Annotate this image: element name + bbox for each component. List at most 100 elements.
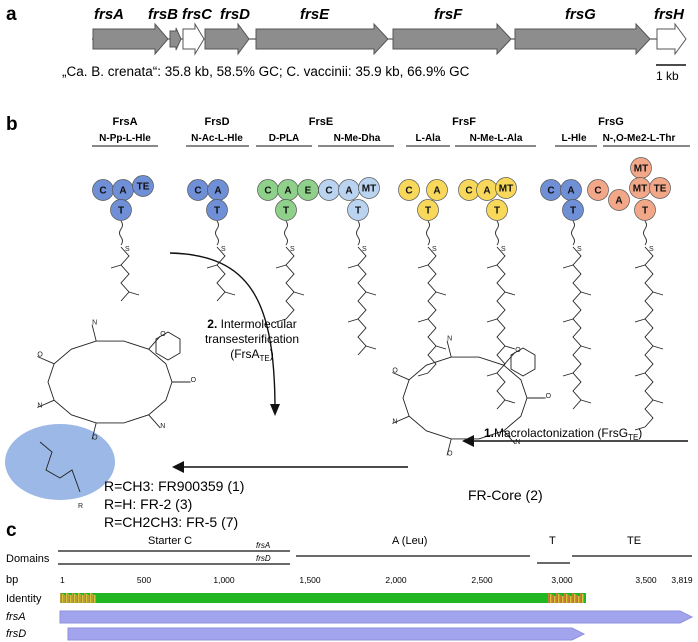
identity-segment (576, 595, 578, 603)
ring-substituent (91, 422, 97, 440)
side-branch (504, 291, 516, 296)
domain-letter: MT (634, 164, 648, 175)
identity-segment (70, 595, 72, 603)
side-branch (435, 345, 447, 350)
gene-arrow-frsD (204, 22, 250, 56)
identity-bar (60, 593, 586, 603)
ring-substituent (37, 399, 55, 408)
atom-label: O (546, 393, 552, 400)
module-substrate-frsA: N-Pp-L-Hle (99, 133, 151, 144)
domain-t-icon (562, 199, 584, 221)
phosphopantetheine-linker (571, 220, 575, 246)
gene-arrows (92, 22, 687, 56)
domain-mt-icon (358, 177, 380, 199)
domain-letter: MT (499, 184, 513, 195)
side-branch (580, 291, 592, 296)
phosphopantetheine-linker (119, 220, 123, 246)
domain-a-icon (608, 189, 630, 211)
identity-segment (568, 595, 570, 603)
ring-substituent (446, 438, 452, 456)
identity-segment (90, 593, 92, 603)
peptide-chain (496, 246, 506, 410)
step2-text3-line: (FrsATE) (230, 347, 274, 363)
gene-arrow-frsH (656, 22, 687, 56)
identity-segment (78, 593, 80, 603)
domain-te: TE (627, 535, 641, 547)
gene-arrow-frsB (169, 27, 182, 51)
side-branch (347, 264, 359, 269)
domain-letter: T (642, 206, 648, 217)
identity-segment (558, 594, 560, 603)
identity-segment (550, 594, 552, 603)
gene-label-frsH: frsH (654, 6, 685, 23)
domain-letter: MT (362, 184, 376, 195)
bp-tick-label: 2,000 (385, 575, 407, 585)
track-label-frsD: frsD (6, 628, 26, 640)
step1-label: 1.Macrolactonization (FrsGTE) (484, 426, 642, 442)
domain-c-icon (587, 179, 609, 201)
peptide-chain (120, 246, 130, 302)
identity-segment (66, 593, 68, 603)
identity-segment (552, 595, 554, 603)
panel-c-label: c (6, 520, 17, 541)
domain-letter: A (433, 186, 440, 197)
peptide-chain (357, 246, 367, 356)
side-branch (417, 372, 429, 377)
side-branch (652, 345, 664, 350)
identity-segment (74, 594, 76, 603)
step1-subscript: TE (628, 433, 638, 442)
identity-segment (574, 594, 576, 603)
step2-text2: transesterification (205, 332, 299, 346)
step1-text: Macrolactonization (FrsG (494, 426, 628, 440)
module-substrate-frsE-1: D-PLA (269, 133, 300, 144)
product-7: R=CH2CH3: FR-5 (7) (104, 514, 238, 530)
macrocycle-ring (47, 340, 173, 424)
identity-row-label: Identity (6, 593, 42, 605)
side-branch (110, 264, 122, 269)
step2-number: 2. (207, 317, 217, 331)
bp-tick-label: 2,500 (471, 575, 493, 585)
r-group-label: R (78, 503, 83, 510)
identity-segment (560, 595, 562, 603)
track-label-frsA: frsA (6, 611, 26, 623)
ring-substituent (148, 414, 161, 429)
fr-core-label: FR-Core (2) (468, 487, 543, 503)
domain-letter: A (119, 186, 126, 197)
domain-sub-frsA: frsA (256, 541, 270, 550)
gene-label-frsB: frsB (148, 6, 178, 23)
step2-label: 2. Intermolecular (207, 317, 296, 331)
phosphopantetheine-linker (284, 220, 288, 246)
bp-tick-label: 500 (137, 575, 151, 585)
domain-letter: C (547, 186, 554, 197)
module-substrate-frsE-2: N-Me-Dha (334, 133, 381, 144)
module-name-frsE: FrsE (309, 116, 333, 128)
domain-letter: C (325, 186, 332, 197)
domain-letter: T (570, 206, 576, 217)
side-branch (652, 291, 664, 296)
atom-label: O (447, 450, 453, 457)
gene-label-frsE: frsE (300, 6, 330, 23)
side-branch (562, 264, 574, 269)
bp-tick-label: 1,000 (213, 575, 235, 585)
identity-segment (580, 593, 582, 603)
side-branch (128, 291, 140, 296)
atom-label: S (362, 246, 367, 253)
domain-t-icon (206, 199, 228, 221)
domain-letter: MT (633, 184, 647, 195)
atom-label: O (37, 351, 43, 358)
gene-label-frsD: frsD (220, 6, 250, 23)
side-branch (486, 318, 498, 323)
identity-segment (566, 594, 568, 603)
domain-letter: T (118, 206, 124, 217)
macrocycle-ring (402, 356, 528, 440)
identity-segment (76, 595, 78, 603)
domain-letter: T (425, 206, 431, 217)
side-branch (634, 372, 646, 377)
domain-t-icon (275, 199, 297, 221)
identity-segment (86, 594, 88, 603)
atom-label: O (191, 377, 197, 384)
